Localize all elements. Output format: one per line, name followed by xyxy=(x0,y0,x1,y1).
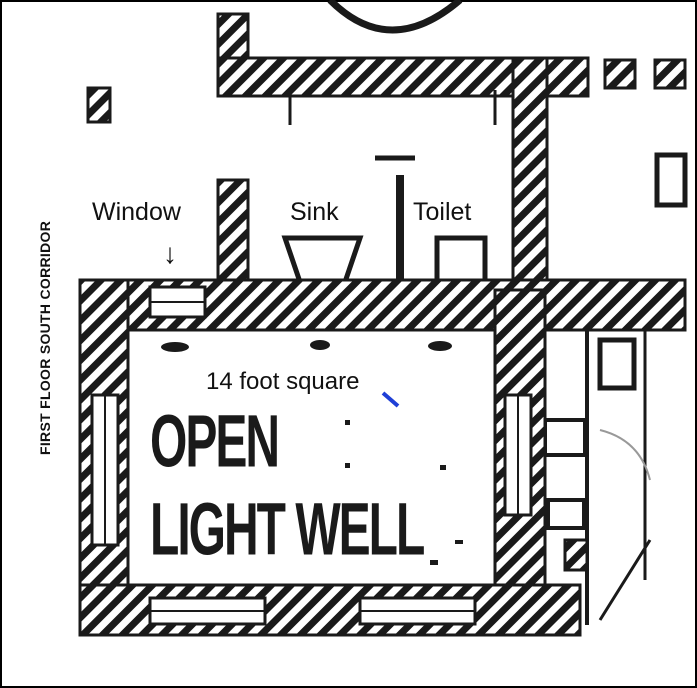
label-window: Window xyxy=(92,198,181,226)
open-light-well xyxy=(126,328,497,587)
arrow-down-icon: ↓ xyxy=(163,238,177,269)
label-sink: Sink xyxy=(290,198,339,226)
plan-text-light-well: LIGHT WELL xyxy=(150,489,425,572)
wall-window-partition xyxy=(216,178,250,282)
label-dimension: 14 foot square xyxy=(206,368,360,395)
blue-pen-mark xyxy=(381,391,400,408)
label-corridor: FIRST FLOOR SOUTH CORRIDOR xyxy=(37,220,53,455)
top-arc-fixture xyxy=(327,0,463,34)
sink-fixture xyxy=(281,235,364,285)
column-left xyxy=(86,86,112,124)
label-toilet: Toilet xyxy=(413,198,472,226)
toilet-fixture xyxy=(434,235,488,286)
interior-marks xyxy=(161,340,463,565)
right-side-box xyxy=(597,337,637,391)
right-room-fixture xyxy=(654,152,688,208)
wall-small-block-right xyxy=(603,58,637,90)
wall-small-block-far-right xyxy=(653,58,687,90)
plan-text-open: OPEN xyxy=(150,401,280,484)
wall-right-vertical xyxy=(511,56,549,292)
